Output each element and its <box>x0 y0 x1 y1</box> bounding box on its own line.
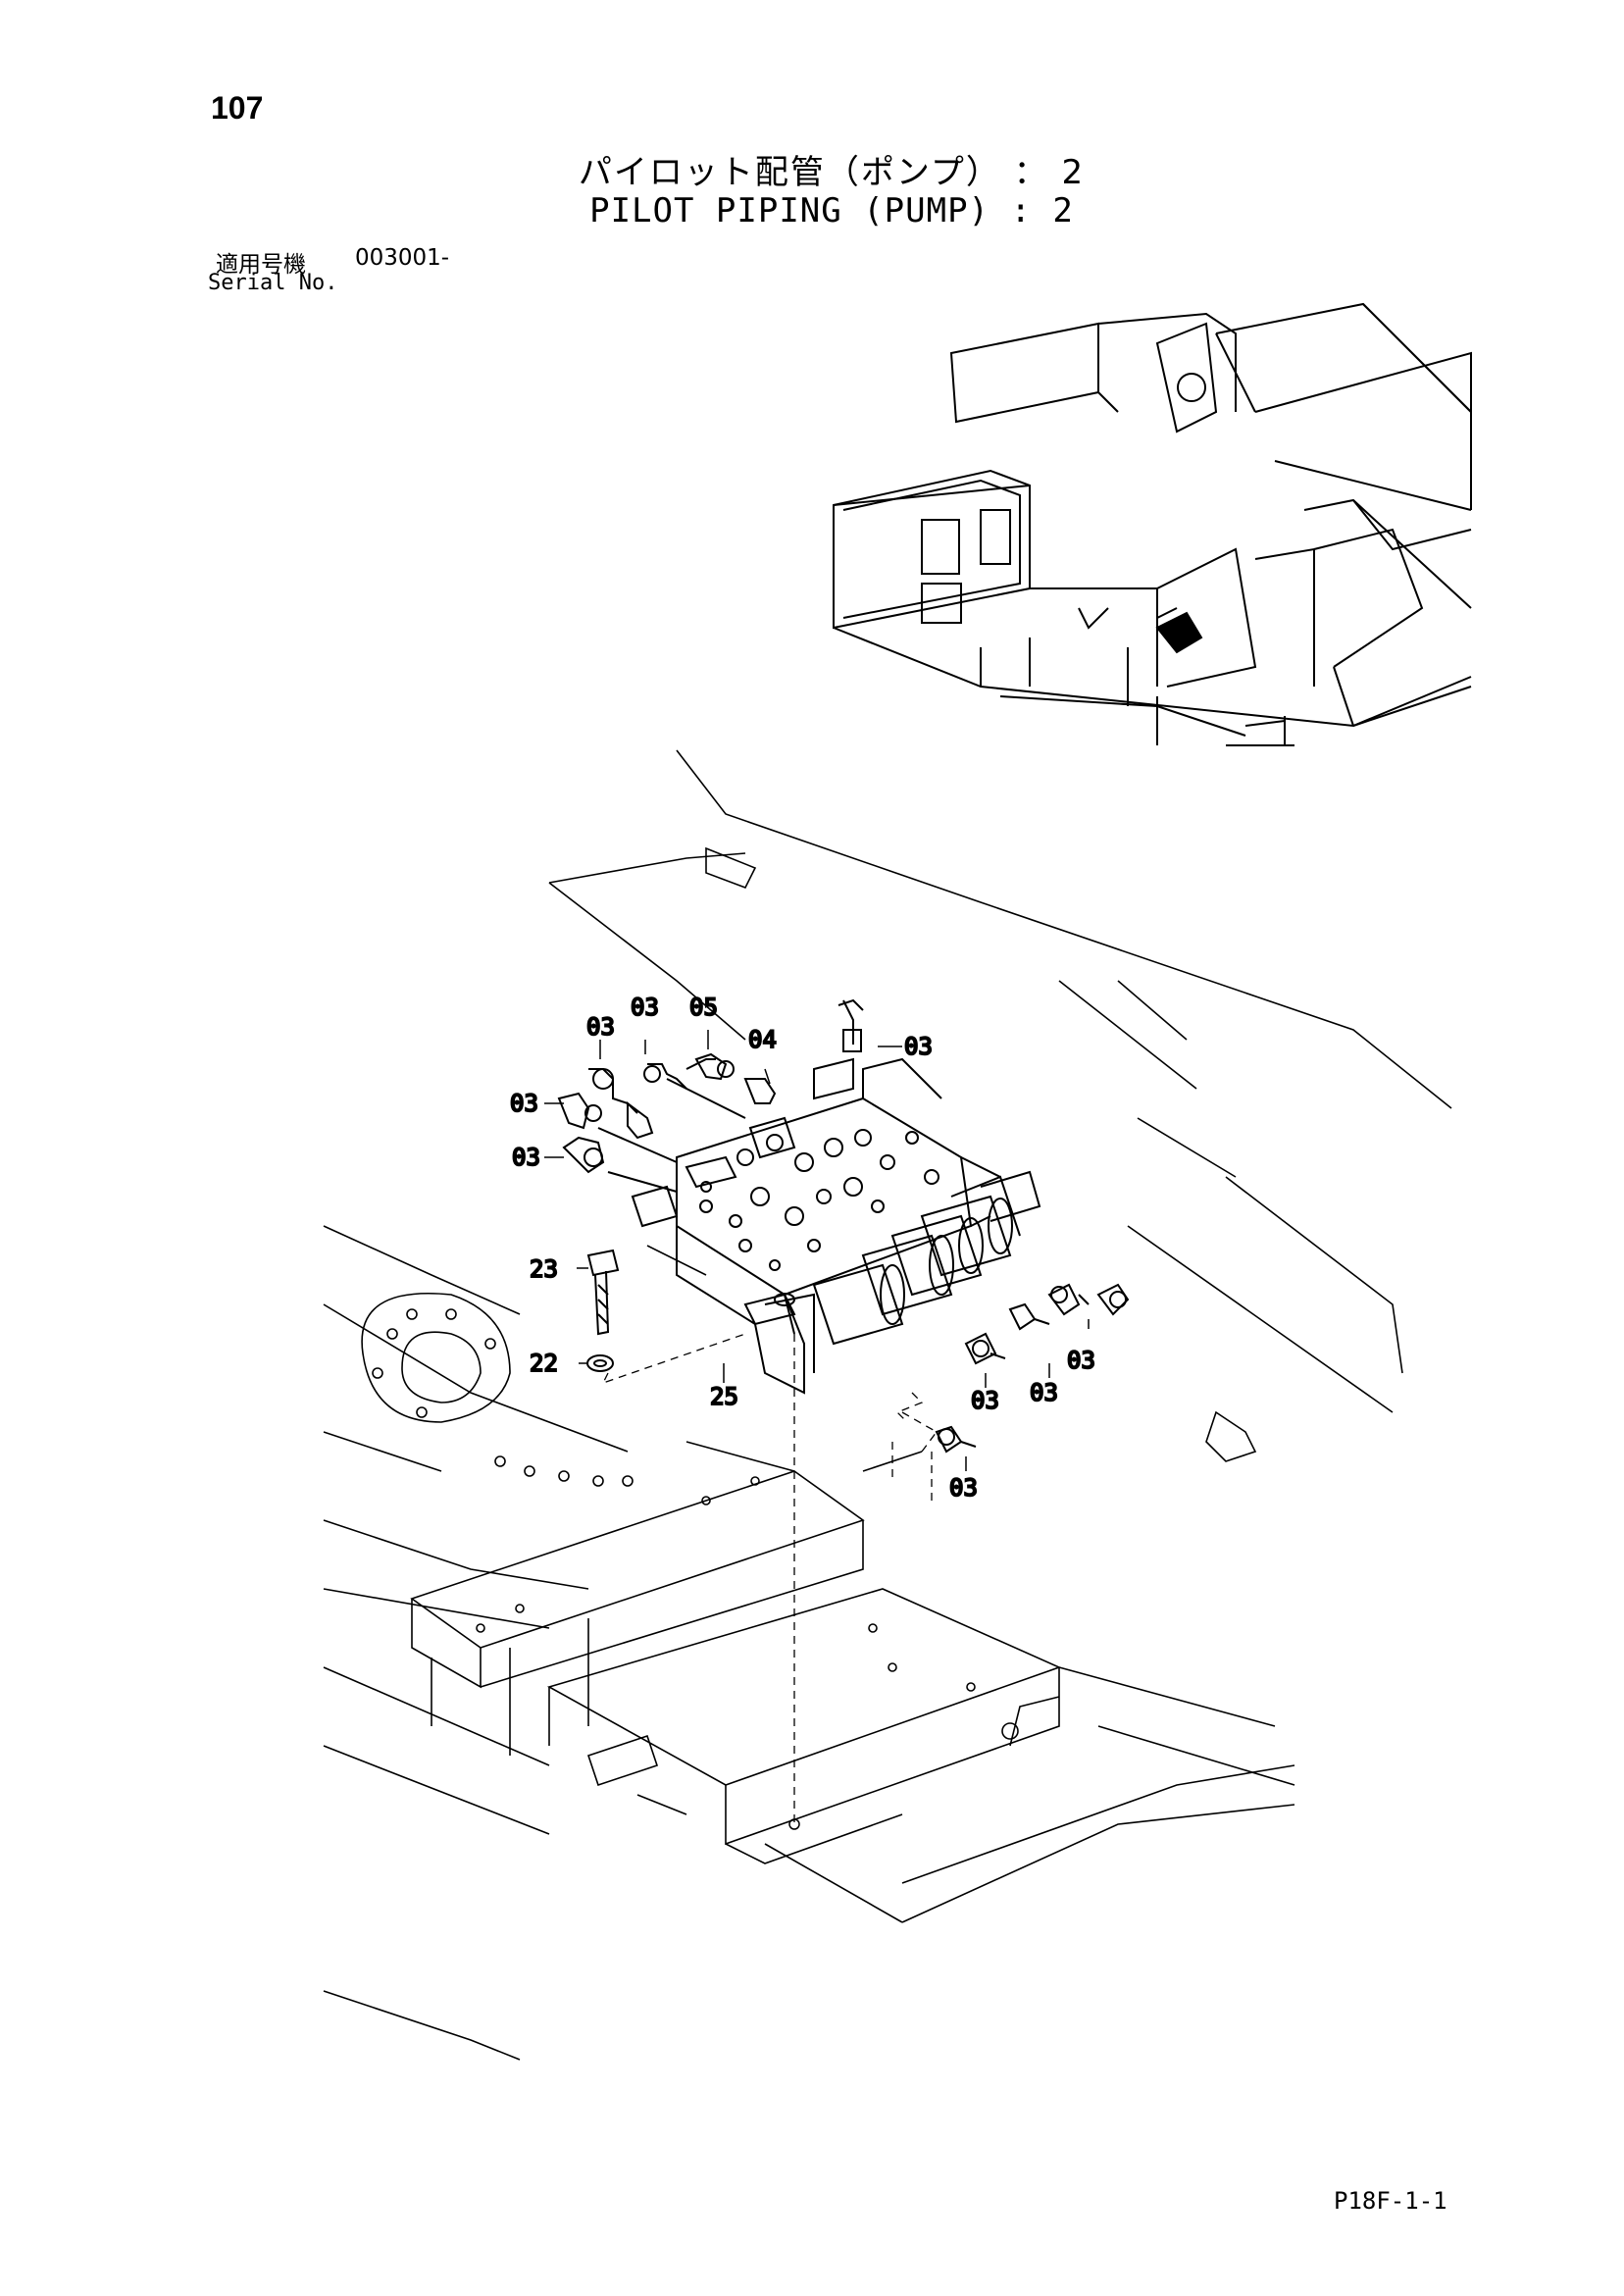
callout-22: 22 <box>530 1350 558 1377</box>
leader-lines <box>601 1333 938 1824</box>
machine-overview-inset <box>833 302 1472 746</box>
callout-03: 03 <box>971 1387 999 1414</box>
callout-leaders <box>544 1030 1090 1471</box>
control-valve-assembly <box>631 1057 1041 1395</box>
swing-bearing-ring <box>361 1293 634 1487</box>
page-title-english: PILOT PIPING (PUMP) : 2 <box>589 191 1074 230</box>
callout-05: 05 <box>689 994 718 1021</box>
upperstructure-frame <box>323 749 1452 2061</box>
callout-03: 03 <box>510 1090 538 1117</box>
callout-03: 03 <box>1067 1347 1095 1374</box>
fittings <box>557 998 1130 1454</box>
callout-03: 03 <box>904 1033 933 1060</box>
callout-03: 03 <box>1030 1379 1058 1406</box>
serial-number-value: 003001- <box>355 245 450 271</box>
callout-04: 04 <box>748 1026 777 1053</box>
page-code: P18F-1-1 <box>1334 2187 1447 2215</box>
page-title-japanese: パイロット配管（ポンプ） ： 2 <box>578 153 1086 192</box>
highlight-mark <box>1155 611 1203 654</box>
callout-03: 03 <box>512 1144 540 1171</box>
serial-label-japanese: 適用号機 <box>216 252 306 278</box>
callout-03: 03 <box>586 1013 615 1041</box>
page-number: 107 <box>211 90 264 126</box>
callout-23: 23 <box>530 1255 558 1283</box>
serial-label-english: Serial No. <box>208 271 338 295</box>
main-frame-beams <box>410 1441 1295 1923</box>
callout-03: 03 <box>631 994 659 1021</box>
callout-25: 25 <box>710 1383 738 1410</box>
callout-03: 03 <box>949 1474 978 1502</box>
